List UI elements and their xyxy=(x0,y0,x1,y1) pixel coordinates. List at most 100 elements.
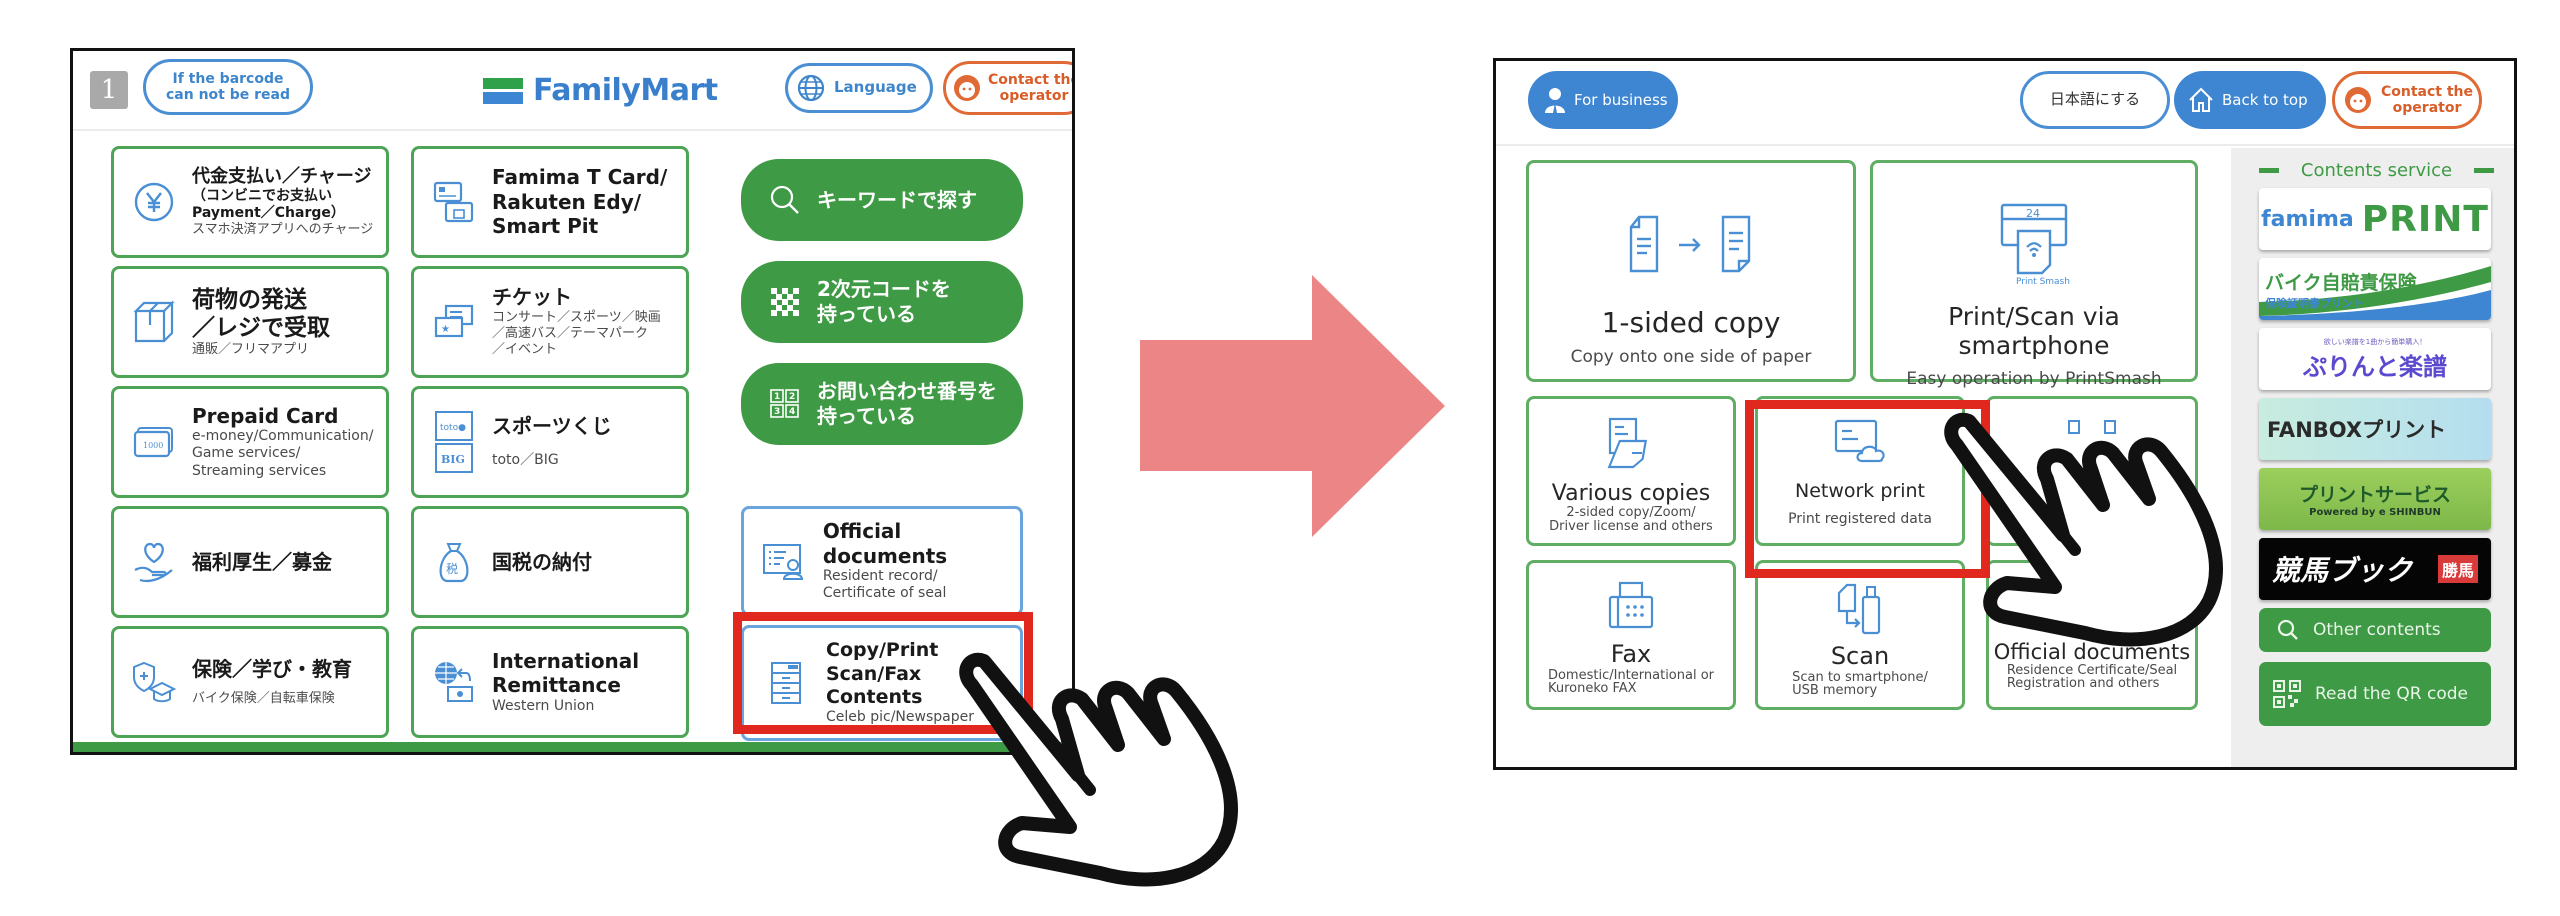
back-to-top-button[interactable]: Back to top xyxy=(2174,71,2326,129)
tile-title: スポーツくじ xyxy=(492,414,612,439)
tile-scan[interactable]: Scan Scan to smartphone/ USB memory xyxy=(1755,560,1965,710)
fanbox-text: FANBOXプリント xyxy=(2267,418,2447,442)
contact-operator-button[interactable]: Contact the operator xyxy=(943,61,1072,115)
banner-swoosh-icon xyxy=(2259,266,2491,320)
svg-text:1000: 1000 xyxy=(143,441,163,450)
globe-icon xyxy=(796,73,826,103)
tile-title: Fax xyxy=(1610,640,1652,668)
tile-various-copies[interactable]: Various copies 2-sided copy/Zoom/ Driver… xyxy=(1526,396,1736,546)
service-grid: 1-sided copy Copy onto one side of paper… xyxy=(1496,148,2231,767)
usb-icon xyxy=(2057,417,2127,451)
banner-e-print-service[interactable]: プリントサービス Powered by e SHINBUN xyxy=(2259,468,2491,530)
banner-famima-print[interactable]: famima PRINT xyxy=(2259,188,2491,250)
logo-mark-icon xyxy=(483,77,523,104)
copy-print-scan-fax-button[interactable]: Copy/Print Scan/Fax Contents Celeb pic/N… xyxy=(741,625,1023,741)
official-documents-icon xyxy=(760,541,809,581)
read-qr-code-label: Read the QR code xyxy=(2315,684,2469,704)
svg-text:3: 3 xyxy=(774,407,780,417)
tile-subtitle: e-money/Communication/ Game services/ St… xyxy=(192,427,374,479)
contact-operator-button[interactable]: Contact the operator xyxy=(2332,71,2482,129)
tile-subtitle: Scan to smartphone/ USB memory xyxy=(1792,669,1928,699)
bike-insurance-text-a: バイク自賠責保険 xyxy=(2265,271,2417,294)
tile-title: Print/Scan via smartphone xyxy=(1948,302,2120,360)
heading-dash xyxy=(2259,168,2279,173)
copy-print-title: Copy/Print Scan/Fax Contents xyxy=(826,639,939,708)
tile-one-sided-copy[interactable]: 1-sided copy Copy onto one side of paper xyxy=(1526,160,1856,382)
banner-sheet-music[interactable]: 欲しい楽譜を1曲から簡単購入！ ぷりんと楽譜 xyxy=(2259,328,2491,390)
various-copies-icon xyxy=(1606,417,1656,473)
tile-network-print[interactable]: Network print Print registered data xyxy=(1755,396,1965,546)
tile-subtitle: スマホ決済アプリへのチャージ xyxy=(192,221,374,237)
official-documents-button[interactable]: Official documents Resident record/ Cert… xyxy=(741,506,1023,616)
barcode-unreadable-button[interactable]: If the barcode can not be read xyxy=(143,59,313,115)
ticket-icon: ★ xyxy=(428,302,480,342)
copy-print-subtitle: Celeb pic/Newspaper xyxy=(826,709,974,725)
qr-code-label: 2次元コードを 持っている xyxy=(817,277,951,326)
tile-title: Prepaid Card xyxy=(192,403,339,428)
official-documents-subtitle: Resident record/ Certificate of seal xyxy=(822,567,947,602)
cards-icon xyxy=(428,179,480,225)
banner-bike-insurance[interactable]: バイク自賠責保険 保険証明書プリント xyxy=(2259,258,2491,320)
tile-sports-lottery[interactable]: toto●BIG スポーツくじ toto／BIG xyxy=(411,386,689,498)
top-bar: 1 If the barcode can not be read FamilyM… xyxy=(73,51,1072,131)
tile-welfare-donation[interactable]: 福利厚生／募金 xyxy=(111,506,389,618)
tile-title: チケット xyxy=(492,285,572,310)
tile-title-secondary: （コンビニでお支払い Payment／Charge） xyxy=(192,187,345,221)
tile-insurance-education[interactable]: 保険／学び・教育 バイク保険／自転車保険 xyxy=(111,626,389,738)
tile-subtitle: 2-sided copy/Zoom/ Driver license and ot… xyxy=(1549,505,1713,534)
operator-icon xyxy=(2343,85,2373,115)
language-label: Language xyxy=(834,78,917,97)
e-print-text-a: プリントサービス xyxy=(2298,484,2451,506)
tile-national-tax[interactable]: 税 国税の納付 xyxy=(411,506,689,618)
tile-title: Network print xyxy=(1794,480,1925,502)
tile-fax[interactable]: Fax Domestic/International or Kuroneko F… xyxy=(1526,560,1736,710)
home-icon xyxy=(2188,87,2214,113)
other-contents-label: Other contents xyxy=(2313,620,2441,640)
sheet-music-text-a: 欲しい楽譜を1曲から簡単購入！ xyxy=(2323,337,2427,346)
tile-payment-charge[interactable]: 代金支払い／チャージ （コンビニでお支払い Payment／Charge） スマ… xyxy=(111,146,389,258)
qr-code-icon xyxy=(2273,680,2301,708)
tile-famima-t-card[interactable]: Famima T Card/ Rakuten Edy/ Smart Pit xyxy=(411,146,689,258)
keiba-book-text-a: 競馬ブック xyxy=(2271,554,2412,587)
svg-text:BIG: BIG xyxy=(441,453,465,466)
keiba-book-text-b: 勝馬 xyxy=(2437,555,2478,583)
contact-operator-label: Contact the operator xyxy=(2381,83,2474,116)
banner-keiba-book[interactable]: 競馬ブック 勝馬 xyxy=(2259,538,2491,600)
tile-subtitle: Western Union xyxy=(492,697,595,714)
step-number-badge: 1 xyxy=(90,71,128,109)
tile-subtitle: コンサート／スポーツ／映画 ／高速バス／テーマパーク ／イベント xyxy=(492,309,661,358)
for-business-button[interactable]: For business xyxy=(1528,71,1678,129)
read-qr-code-button[interactable]: Read the QR code xyxy=(2259,662,2491,726)
tile-ticket[interactable]: ★ チケット コンサート／スポーツ／映画 ／高速バス／テーマパーク ／イベント xyxy=(411,266,689,378)
contents-service-sidebar: Contents service famima PRINT バイク自賠責保険 保… xyxy=(2231,148,2514,767)
operator-icon xyxy=(952,73,982,103)
tile-title: Various copies xyxy=(1551,481,1711,506)
highlight-copy-print xyxy=(733,612,1033,734)
familymart-logo: FamilyMart xyxy=(483,73,718,108)
tile-title: International Remittance xyxy=(492,648,640,698)
search-icon xyxy=(767,184,803,216)
banner-fanbox[interactable]: FANBOXプリント xyxy=(2259,398,2491,460)
other-contents-button[interactable]: Other contents xyxy=(2259,608,2491,652)
copy-print-menu-screen: For business 日本語にする Back to top Contact … xyxy=(1493,58,2517,770)
tile-international-remittance[interactable]: International Remittance Western Union xyxy=(411,626,689,738)
tile-package-shipping[interactable]: 荷物の発送 ／レジで受取 通販／フリマアプリ xyxy=(111,266,389,378)
scan-icon xyxy=(1835,581,1885,639)
pointing-hand-icon xyxy=(1944,412,2223,647)
tile-subtitle: バイク保険／自転車保険 xyxy=(192,691,335,707)
qr-code-button[interactable]: 2次元コードを 持っている xyxy=(741,261,1023,343)
top-bar: For business 日本語にする Back to top Contact … xyxy=(1496,61,2514,146)
familymart-top-menu-screen: 1 If the barcode can not be read FamilyM… xyxy=(70,48,1075,755)
language-button[interactable]: Language xyxy=(785,63,933,113)
switch-to-japanese-button[interactable]: 日本語にする xyxy=(2020,71,2170,129)
network-print-icon xyxy=(1832,417,1888,471)
keyword-search-button[interactable]: キーワードで探す xyxy=(741,159,1023,241)
tile-prepaid-card[interactable]: 1000 Prepaid Card e-money/Communication/… xyxy=(111,386,389,498)
yen-icon xyxy=(128,181,180,223)
person-icon xyxy=(1544,87,1566,113)
package-icon xyxy=(128,299,180,345)
tile-subtitle: toto／BIG xyxy=(492,452,559,469)
